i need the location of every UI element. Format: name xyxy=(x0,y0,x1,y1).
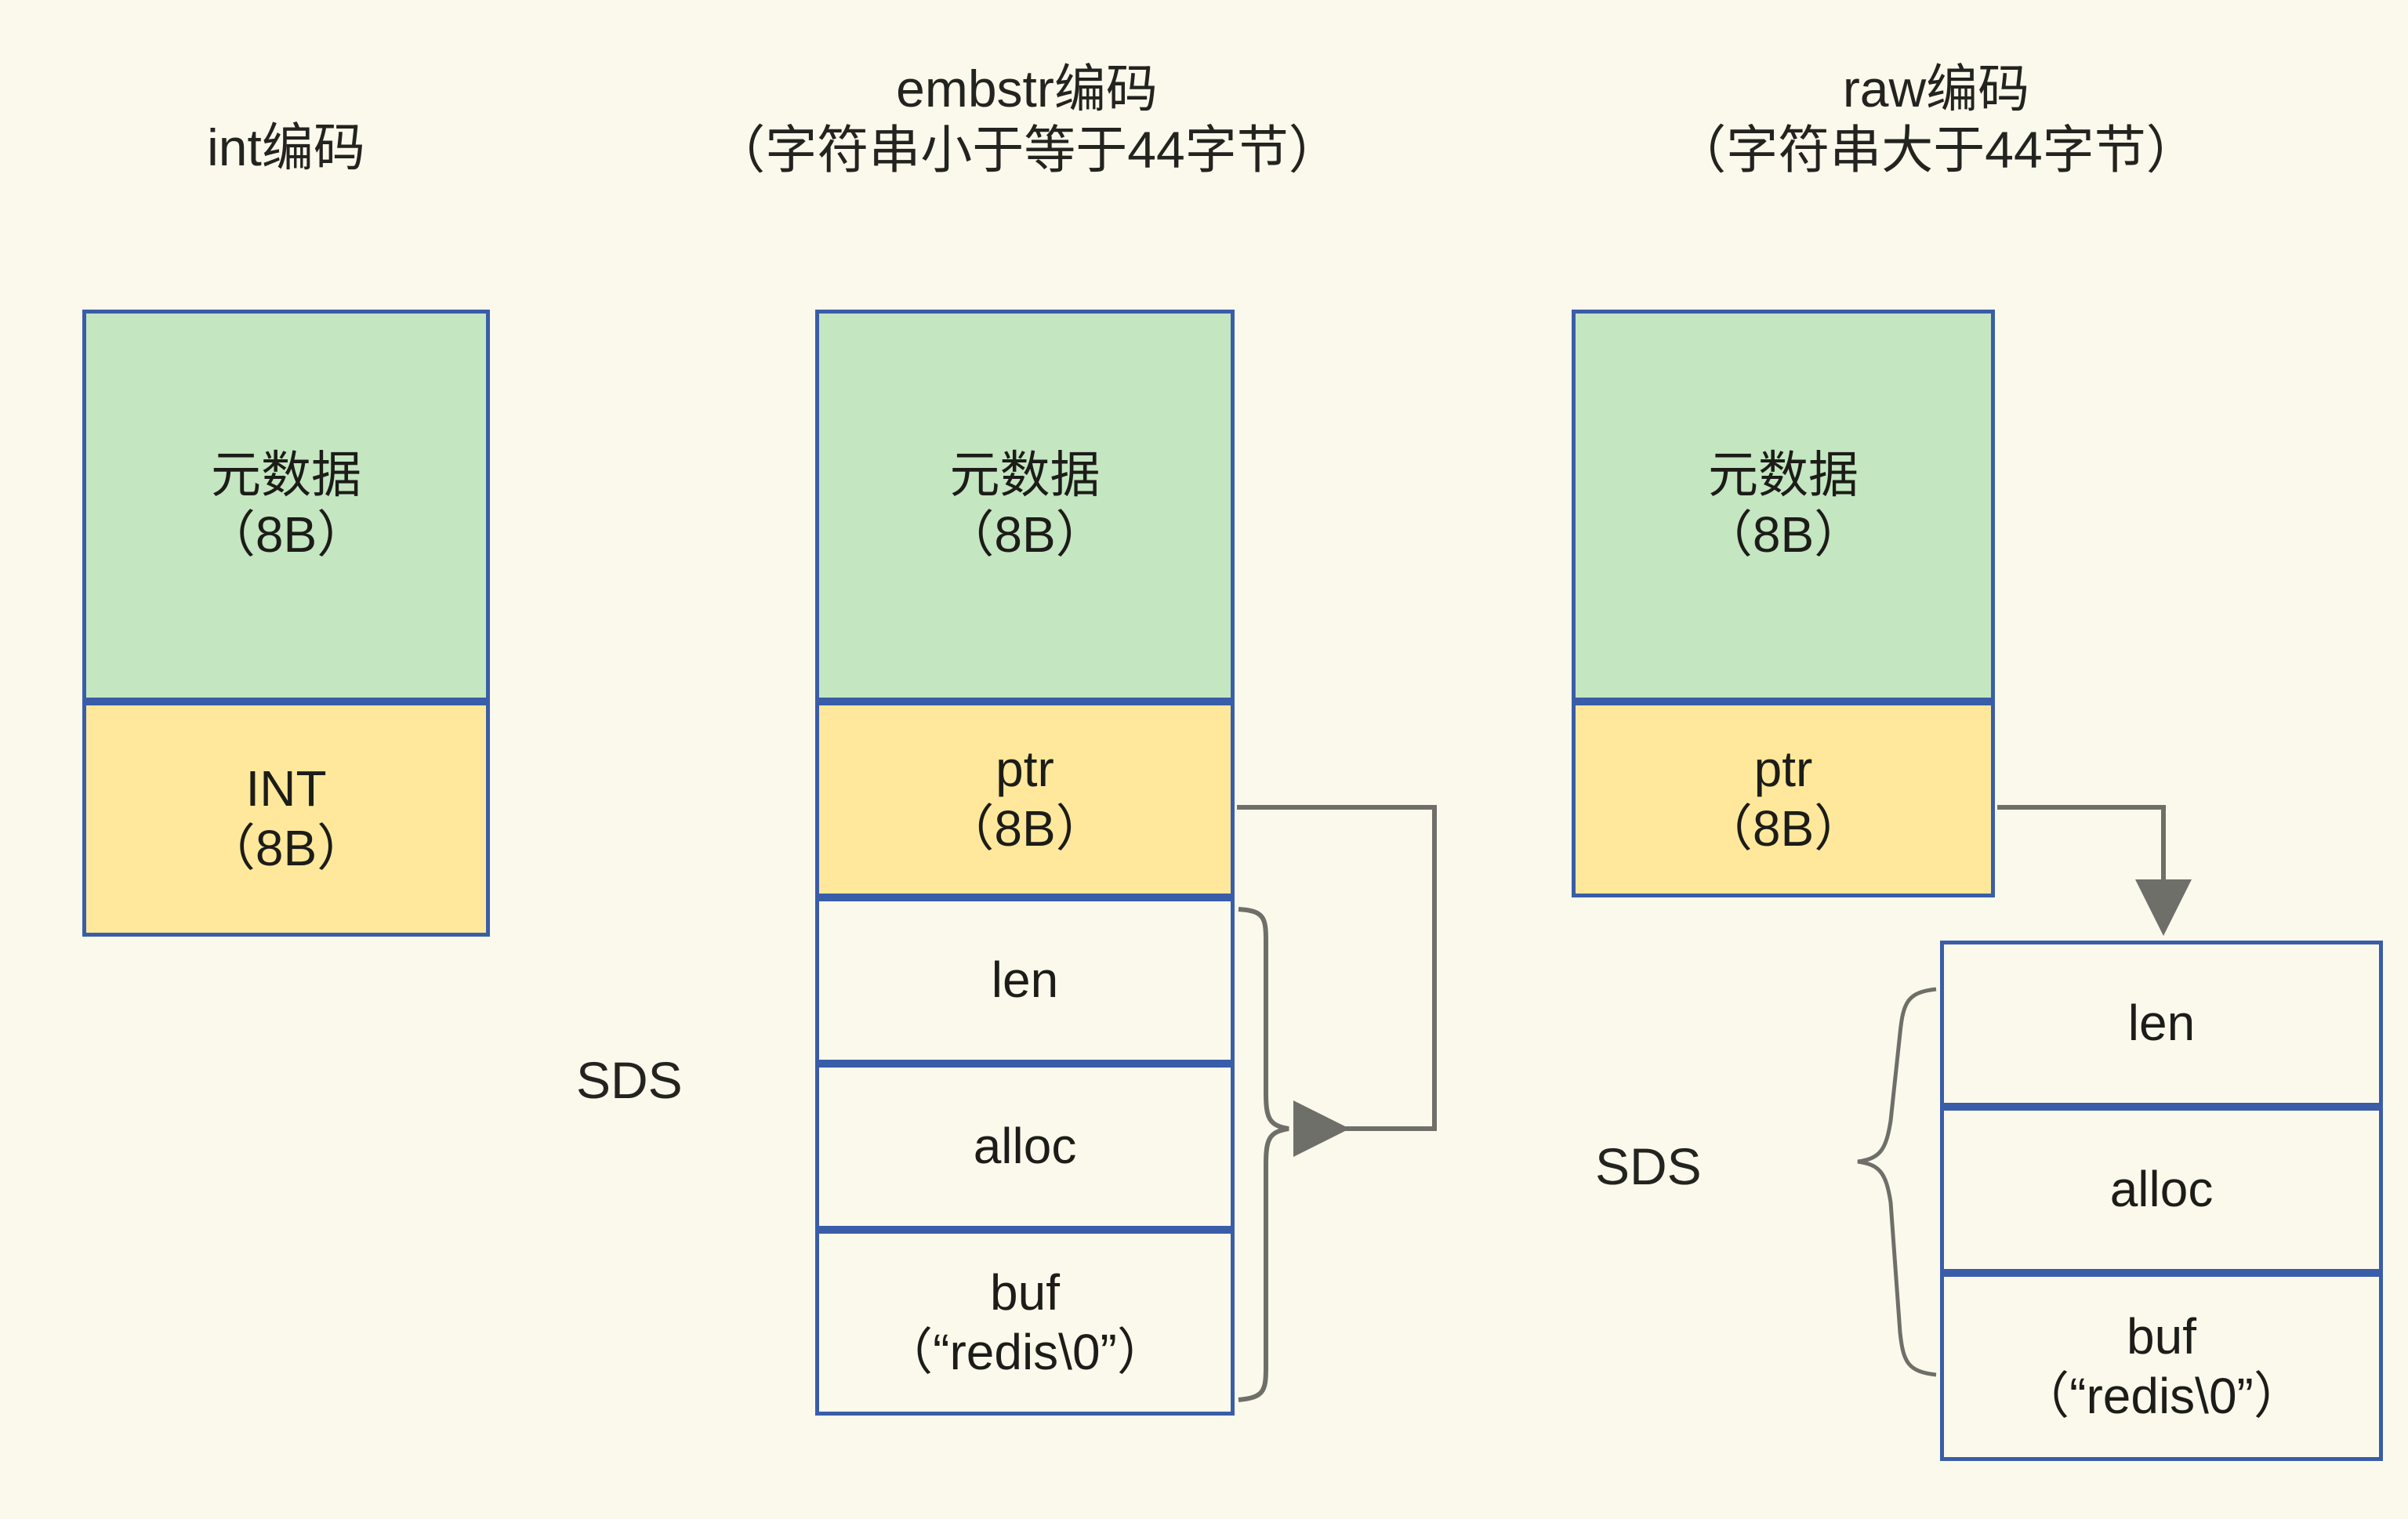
raw-sds-buf-content: （“redis\0”） xyxy=(2019,1368,2304,1424)
int-metadata-box: 元数据 （8B） xyxy=(82,310,490,701)
raw-metadata-size: （8B） xyxy=(1702,506,1865,563)
heading-int-encoding: int编码 xyxy=(86,118,486,179)
int-value-label: INT xyxy=(245,760,327,818)
embstr-alloc-box: alloc xyxy=(815,1064,1235,1230)
raw-metadata-label: 元数据 xyxy=(1708,447,1859,504)
embstr-len-label: len xyxy=(991,952,1059,1009)
raw-sds-len-box: len xyxy=(1940,941,2383,1107)
raw-sds-len-label: len xyxy=(2127,995,2196,1052)
raw-metadata-box: 元数据 （8B） xyxy=(1572,310,1995,701)
heading-raw-line2: （字符串大于44字节） xyxy=(1674,120,2198,179)
raw-ptr-label: ptr xyxy=(1753,741,1813,798)
raw-sds-buf-label: buf xyxy=(2127,1308,2196,1365)
raw-sds-alloc-label: alloc xyxy=(2109,1161,2214,1218)
embstr-len-box: len xyxy=(815,897,1235,1064)
embstr-ptr-box: ptr （8B） xyxy=(815,701,1235,897)
raw-ptr-size: （8B） xyxy=(1702,800,1865,857)
raw-sds-alloc-box: alloc xyxy=(1940,1107,2383,1273)
heading-embstr-encoding: embstr编码 （字符串小于等于44字节） xyxy=(549,59,1505,181)
raw-ptr-box: ptr （8B） xyxy=(1572,701,1995,897)
heading-embstr-line1: embstr编码 xyxy=(896,60,1158,118)
embstr-alloc-label: alloc xyxy=(973,1118,1077,1175)
embstr-buf-content: （“redis\0”） xyxy=(883,1323,1167,1380)
int-metadata-label: 元数据 xyxy=(211,447,361,504)
embstr-buf-box: buf （“redis\0”） xyxy=(815,1230,1235,1416)
heading-int-line1: int编码 xyxy=(207,118,365,176)
int-value-size: （8B） xyxy=(205,820,368,876)
embstr-metadata-size: （8B） xyxy=(944,506,1106,563)
raw-sds-buf-box: buf （“redis\0”） xyxy=(1940,1273,2383,1461)
embstr-sds-label: SDS xyxy=(576,1051,683,1109)
int-value-box: INT （8B） xyxy=(82,701,490,937)
heading-raw-encoding: raw编码 （字符串大于44字节） xyxy=(1509,59,2363,181)
embstr-buf-label: buf xyxy=(990,1263,1060,1321)
embstr-ptr-size: （8B） xyxy=(944,800,1106,857)
embstr-ptr-label: ptr xyxy=(995,741,1054,798)
heading-embstr-line2: （字符串小于等于44字节） xyxy=(713,120,1340,179)
embstr-ptr-arrow xyxy=(1237,805,1437,1157)
embstr-metadata-box: 元数据 （8B） xyxy=(815,310,1235,701)
raw-ptr-arrow xyxy=(1997,805,2192,936)
raw-sds-brace xyxy=(1857,987,1937,1377)
raw-sds-label: SDS xyxy=(1595,1137,1702,1195)
int-metadata-size: （8B） xyxy=(205,506,368,563)
embstr-metadata-label: 元数据 xyxy=(949,447,1101,504)
embstr-sds-brace xyxy=(1238,907,1289,1402)
heading-raw-line1: raw编码 xyxy=(1842,60,2030,118)
